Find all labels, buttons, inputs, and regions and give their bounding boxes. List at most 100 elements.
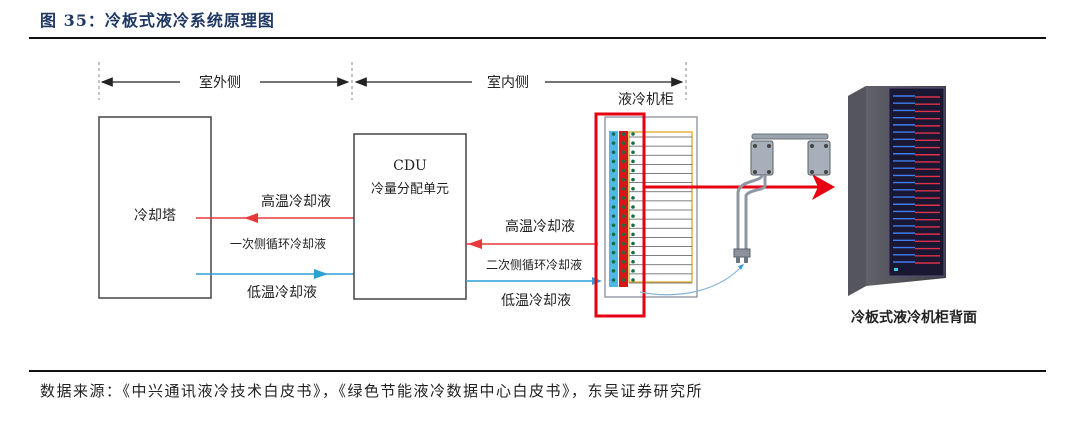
rack-indicator [894, 268, 898, 271]
cold-port [611, 241, 616, 246]
cold-port [611, 186, 616, 191]
cdu-title: CDU [393, 158, 427, 174]
indoor-zone-dimension: 室内侧 [354, 74, 684, 91]
cdu-unit: CDU 冷量分配单元 [353, 133, 467, 300]
zoom-arrow-head [812, 174, 835, 200]
hot-port [621, 269, 626, 273]
cold-port [611, 214, 616, 218]
quick-coupler [733, 248, 751, 258]
cold-port [611, 223, 616, 228]
cold-port [611, 177, 616, 182]
primary-loop-label: 一次侧循环冷却液 [230, 236, 326, 251]
cold-port [611, 232, 616, 237]
server-port [631, 278, 635, 282]
hot-port [621, 150, 626, 155]
hot-port [621, 259, 626, 264]
hot-port [621, 141, 626, 145]
server-port [631, 250, 635, 255]
manifold-highlight-box [594, 112, 646, 318]
hot-port [621, 214, 626, 218]
hot-port [621, 132, 626, 136]
server-port [631, 150, 635, 155]
cdu-box [353, 133, 467, 300]
indoor-zone-label: 室内侧 [487, 74, 529, 91]
cold-port [611, 132, 616, 136]
server-port [631, 159, 635, 164]
outdoor-zone-label: 室外侧 [199, 74, 241, 91]
secondary-hot-arrow [468, 239, 482, 249]
server-frame [628, 131, 693, 283]
hot-port [621, 232, 626, 237]
server-rack-rear: 冷板式液冷机柜背面 [848, 86, 977, 326]
cooling-tower-label: 冷却塔 [134, 208, 176, 224]
secondary-cold-label: 低温冷却液 [501, 293, 571, 309]
hot-port [621, 223, 626, 228]
cold-port [611, 259, 616, 264]
primary-hot-arrow [244, 213, 258, 223]
hot-port [621, 196, 626, 200]
hot-port [621, 250, 626, 255]
server-port [631, 132, 635, 136]
cold-port [611, 205, 616, 209]
primary-hot-pipe [196, 217, 373, 235]
server-port [631, 241, 635, 246]
cooling-tower-box [98, 116, 212, 299]
zoom-arrow [644, 174, 835, 200]
cold-port [611, 278, 616, 282]
cabinet-label: 液冷机柜 [618, 92, 674, 108]
server-port [631, 186, 635, 191]
server-port [631, 196, 635, 200]
secondary-loop: 高温冷却液 二次侧循环冷却液 低温冷却液 [466, 218, 602, 309]
cooling-tower: 冷却塔 [98, 116, 212, 299]
hot-port [621, 186, 626, 191]
rack-pipe-rows [893, 95, 940, 264]
server-port [631, 223, 635, 228]
server-port [631, 177, 635, 182]
cdu-subtitle: 冷量分配单元 [371, 182, 449, 197]
cold-plate-connectors [639, 133, 831, 296]
connector-bridge [751, 133, 829, 140]
return-tube [639, 265, 743, 296]
server-port [631, 168, 635, 173]
top-divider [29, 37, 1046, 39]
secondary-hot-label: 高温冷却液 [505, 218, 575, 235]
primary-cold-arrow [314, 269, 328, 279]
server-rows [611, 132, 692, 284]
cold-port [611, 150, 616, 155]
hot-port [621, 241, 626, 246]
server-port [631, 232, 635, 237]
cold-port [611, 168, 616, 173]
server-port [631, 205, 635, 209]
server-port [631, 141, 635, 145]
cold-plate-right [807, 140, 831, 176]
rack-side-panel [848, 86, 866, 296]
cold-port [611, 196, 616, 200]
primary-hot-label: 高温冷却液 [261, 193, 331, 210]
hot-port [621, 177, 626, 182]
primary-cold-label: 低温冷却液 [247, 285, 317, 301]
server-port [631, 214, 635, 218]
hot-port [621, 159, 626, 164]
outdoor-zone-dimension: 室外侧 [100, 74, 350, 91]
figure-source: 数据来源：《中兴通讯液冷技术白皮书》，《绿色节能液冷数据中心白皮书》，东吴证券研… [40, 382, 704, 400]
zone-boundaries [98, 62, 687, 100]
hot-port [621, 205, 626, 209]
primary-loop: 高温冷却液 一次侧循环冷却液 低温冷却液 [196, 193, 373, 301]
hose-1 [736, 174, 764, 250]
cold-manifold [609, 131, 618, 287]
bottom-divider [29, 370, 1046, 372]
hot-port [621, 278, 626, 282]
cold-port [611, 250, 616, 255]
server-port [631, 259, 635, 264]
hot-manifold [619, 131, 628, 287]
cold-port [611, 159, 616, 164]
rack-caption: 冷板式液冷机柜背面 [851, 309, 977, 326]
server-port [631, 269, 635, 273]
cold-port [611, 269, 616, 273]
secondary-loop-label: 二次侧循环冷却液 [486, 257, 582, 272]
liquid-cooling-cabinet: 液冷机柜 [594, 92, 698, 318]
hot-port [621, 168, 626, 173]
hose-2 [744, 175, 767, 250]
figure-title: 图 35：冷板式液冷系统原理图 [40, 11, 275, 30]
